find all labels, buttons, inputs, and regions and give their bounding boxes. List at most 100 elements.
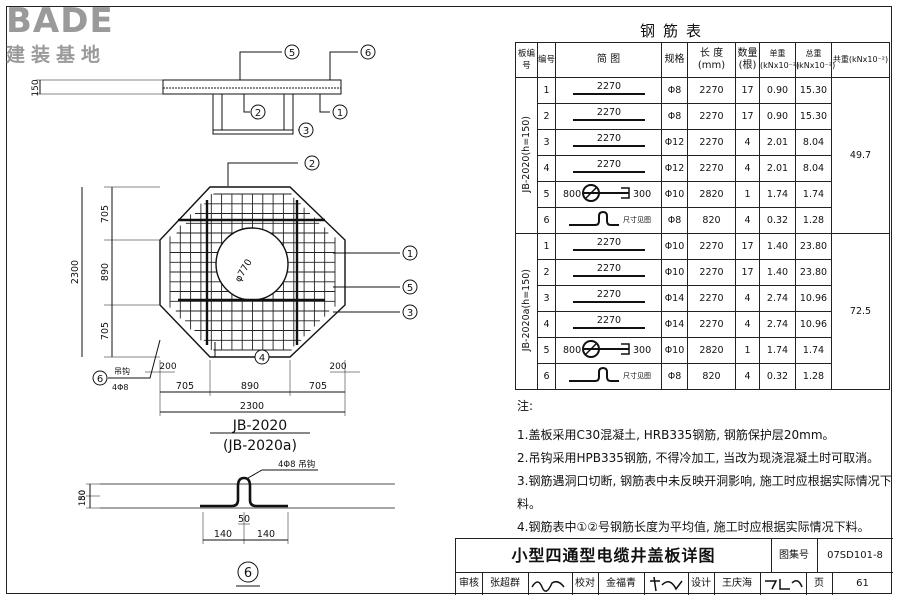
rebar-spec: Φ14: [661, 285, 688, 312]
rebar-sketch-drawing: 尺寸见图: [568, 210, 651, 226]
rebar-length: 2270: [687, 259, 736, 286]
rebar-unit-weight: 1.40: [759, 259, 796, 286]
hook-note-a: 吊钩: [114, 366, 130, 376]
plan-dim-chamfer-right: 200: [329, 362, 346, 372]
sketch-length: 2270: [596, 237, 620, 248]
sketch-length: 2270: [596, 315, 620, 326]
rebar-no: 3: [537, 129, 556, 156]
board-id: JB-2020(h=150): [521, 115, 532, 193]
rebar-unit-weight: 2.74: [759, 285, 796, 312]
plan-dim-bottom-705-a: 705: [176, 381, 194, 392]
rebar-unit-weight: 2.01: [759, 129, 796, 156]
hook-dim-150: 150: [78, 490, 88, 506]
rebar-unit-weight: 0.32: [759, 207, 796, 234]
rebar-no: 4: [537, 155, 556, 182]
rebar-sketch: 2270: [555, 311, 662, 338]
hook-note-b: 4Φ8: [112, 383, 128, 392]
rebar-sketch: 2270: [555, 233, 662, 260]
brand-en: BADE: [6, 1, 114, 41]
rebar-sketch-drawing: 尺寸见图: [568, 366, 651, 382]
rebar-total-weight: 23.80: [795, 259, 832, 286]
rebar-length: 2270: [687, 233, 736, 260]
group-sum-weight: 49.7: [831, 77, 890, 234]
plan-dim-left-705-a: 705: [100, 205, 111, 223]
sketch-length: 2270: [596, 289, 620, 300]
rebar-length: 2270: [687, 155, 736, 182]
plan-dim-bottom-total: 2300: [240, 401, 264, 412]
rebar-spec: Φ12: [661, 155, 688, 182]
th-no: 编号: [537, 42, 556, 78]
group-sum-weight: 72.5: [831, 233, 890, 390]
marker-4-plan: 4: [259, 353, 265, 364]
rebar-spec: Φ10: [661, 233, 688, 260]
sketch-length: 2270: [596, 107, 620, 118]
top-section-slab: [162, 79, 342, 95]
rebar-count: 17: [735, 259, 760, 286]
rebar-length: 2270: [687, 77, 736, 104]
rebar-no: 4: [537, 311, 556, 338]
rebar-total-weight: 15.30: [795, 103, 832, 130]
sketch-leg-length: 300: [633, 345, 651, 356]
notes-heading: 注:: [517, 399, 534, 413]
notes: 注: 1.盖板采用C30混凝土, HRB335钢筋, 钢筋保护层20mm。 2.…: [517, 395, 900, 539]
top-section-opening: [212, 93, 294, 135]
marker-1-plan: 1: [407, 249, 413, 260]
hook-detail-marker: 6: [244, 566, 252, 581]
sketch-see-figure: 尺寸见图: [623, 371, 651, 380]
th-length: 长 度(mm): [687, 42, 736, 78]
rebar-spec: Φ8: [661, 77, 688, 104]
th-spec: 规格: [661, 42, 688, 78]
note-item: 4.钢筋表中①②号钢筋长度为平均值, 施工时应根据实际情况下料。: [517, 520, 870, 534]
marker-5-plan: 5: [407, 283, 413, 294]
rebar-length: 2270: [687, 129, 736, 156]
rebar-unit-weight: 2.01: [759, 155, 796, 182]
page-label: 页: [814, 578, 824, 589]
note-item: 2.吊钩采用HPB335钢筋, 不得冷加工, 当改为现浇混凝土时可取消。: [517, 451, 880, 465]
note-item: 3.钢筋遇洞口切断, 钢筋表中未反映开洞影响, 施工时应根据实际情况下料。: [517, 474, 892, 511]
rebar-sketch: 2270: [555, 129, 662, 156]
board-id-cell: JB-2020(h=150): [515, 77, 538, 234]
marker-3-top: 3: [303, 126, 309, 137]
rebar-total-weight: 1.74: [795, 337, 832, 364]
rebar-total-weight: 10.96: [795, 285, 832, 312]
rebar-sketch-drawing: 2270: [572, 263, 645, 277]
page-number: 61: [856, 578, 869, 589]
rebar-count: 17: [735, 103, 760, 130]
marker-1-top: 1: [337, 108, 343, 119]
sketch-length: 2270: [596, 81, 620, 92]
brand-cn: 建装基地: [6, 44, 107, 66]
rebar-sketch-drawing: 2270: [572, 133, 645, 147]
rebar-count: 17: [735, 233, 760, 260]
drawing-frame: [6, 6, 892, 594]
plan-dim-left-total: 2300: [70, 260, 81, 284]
marker-6-top: 6: [365, 48, 371, 59]
rebar-length: 2820: [687, 181, 736, 208]
rebar-sketch: 尺寸见图: [555, 207, 662, 234]
plan-dim-left-890: 890: [100, 263, 111, 281]
atlas-label: 图集号: [771, 539, 818, 572]
th-unit-weight: 单重(kNx10⁻²): [759, 42, 799, 78]
plan-dim-chamfer-left: 200: [159, 362, 176, 372]
rebar-total-weight: 23.80: [795, 233, 832, 260]
rebar-spec: Φ14: [661, 311, 688, 338]
rebar-spec: Φ10: [661, 181, 688, 208]
design-label: 设计: [691, 578, 711, 589]
rebar-sketch-drawing: 2270: [572, 289, 645, 303]
rebar-count: 4: [735, 363, 760, 390]
plan-name: JB-2020: [232, 418, 287, 434]
rebar-unit-weight: 1.74: [759, 337, 796, 364]
th-sketch: 简 图: [555, 42, 662, 78]
rebar-length: 2270: [687, 311, 736, 338]
rebar-spec: Φ8: [661, 103, 688, 130]
rebar-spec: Φ8: [661, 207, 688, 234]
sketch-loop-length: 800: [563, 189, 581, 200]
rebar-count: 4: [735, 155, 760, 182]
rebar-total-weight: 1.28: [795, 363, 832, 390]
rebar-sketch-drawing: 2270: [572, 159, 645, 173]
rebar-unit-weight: 1.40: [759, 233, 796, 260]
